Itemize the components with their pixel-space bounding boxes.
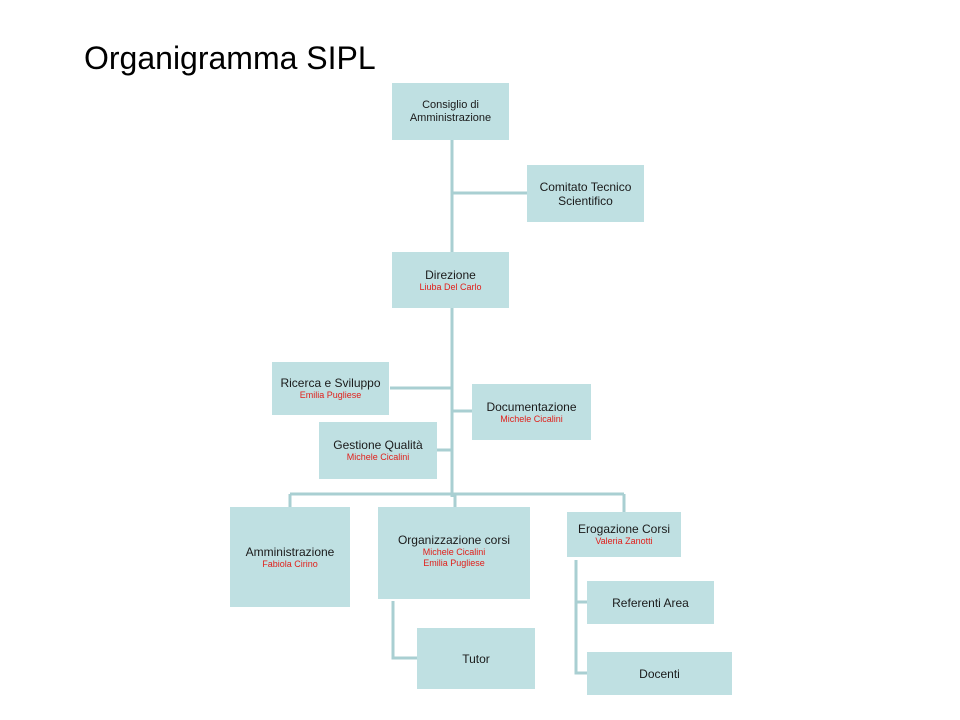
- node-qualita-label: Gestione Qualità: [333, 438, 423, 452]
- node-organizzazione-label: Organizzazione corsi: [397, 533, 511, 547]
- node-direzione-label: Direzione: [425, 267, 476, 282]
- node-organizzazione: Organizzazione corsi Michele Cicalini Em…: [378, 507, 530, 599]
- node-docenti-label: Docenti: [639, 666, 680, 681]
- page-title: Organigramma SIPL: [84, 40, 376, 76]
- node-erogazione-label: Erogazione Corsi: [577, 522, 671, 536]
- node-ricerca-person: Emilia Pugliese: [299, 390, 362, 400]
- node-consiglio: Consiglio di Amministrazione: [392, 83, 509, 140]
- node-consiglio-label: Consiglio di Amministrazione: [409, 98, 492, 124]
- node-direzione-person: Liuba Del Carlo: [419, 281, 482, 292]
- node-ricerca-label: Ricerca e Sviluppo: [280, 376, 381, 390]
- node-comitato: Comitato Tecnico Scientifico: [527, 165, 644, 222]
- node-documentazione-person: Michele Cicalini: [500, 413, 563, 424]
- node-tutor-label: Tutor: [462, 651, 490, 666]
- node-organizzazione-person-2: Emilia Pugliese: [423, 558, 485, 568]
- node-amministrazione-label: Amministrazione: [245, 544, 335, 559]
- node-tutor: Tutor: [417, 628, 535, 689]
- node-erogazione: Erogazione Corsi Valeria Zanotti: [567, 512, 681, 557]
- connector-tutor: [391, 601, 417, 660]
- node-ricerca: Ricerca e Sviluppo Emilia Pugliese: [272, 362, 389, 415]
- node-amministrazione-person: Fabiola Cirino: [262, 558, 318, 569]
- node-qualita: Gestione Qualità Michele Cicalini: [319, 422, 437, 479]
- node-documentazione-label: Documentazione: [486, 399, 577, 414]
- node-documentazione: Documentazione Michele Cicalini: [472, 384, 591, 440]
- node-comitato-label: Comitato Tecnico Scientifico: [539, 179, 632, 208]
- node-referenti: Referenti Area: [587, 581, 714, 624]
- node-erogazione-person: Valeria Zanotti: [595, 536, 653, 546]
- node-amministrazione: Amministrazione Fabiola Cirino: [230, 507, 350, 607]
- node-qualita-person: Michele Cicalini: [346, 452, 410, 462]
- node-direzione: Direzione Liuba Del Carlo: [392, 252, 509, 308]
- node-referenti-label: Referenti Area: [612, 595, 689, 610]
- node-organizzazione-person-1: Michele Cicalini: [422, 547, 486, 557]
- connector-erogazione-trunk: [574, 560, 587, 675]
- node-docenti: Docenti: [587, 652, 732, 695]
